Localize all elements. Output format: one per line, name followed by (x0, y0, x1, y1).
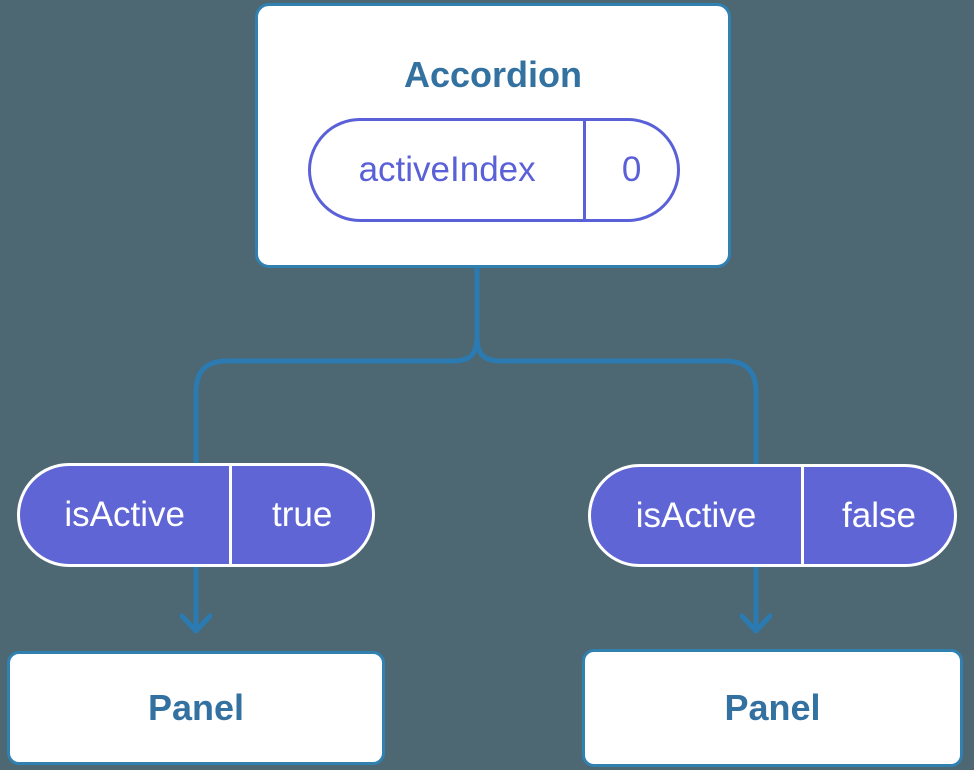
prop-pill-value: false (801, 467, 954, 564)
arrow-down-icon (739, 613, 773, 634)
prop-pill-isactive-false: isActive false (588, 464, 957, 567)
prop-pill-name: isActive (64, 495, 185, 534)
panel-component-card-left: Panel (7, 651, 385, 765)
arrow-down-icon (179, 613, 213, 634)
accordion-component-card: Accordion activeIndex 0 (255, 3, 731, 268)
state-pill-activeindex: activeIndex 0 (308, 118, 680, 222)
state-pill-value: 0 (583, 121, 677, 219)
prop-pill-name: isActive (635, 495, 757, 535)
panel-title: Panel (724, 687, 821, 728)
panel-title: Panel (147, 687, 245, 728)
connector-branch-left (193, 335, 480, 630)
accordion-title: Accordion (403, 54, 582, 95)
connector-branch-right (474, 335, 759, 630)
state-pill-name: activeIndex (358, 150, 536, 189)
panel-component-card-right: Panel (582, 649, 963, 767)
prop-pill-value: true (229, 466, 372, 564)
prop-pill-isactive-true: isActive true (17, 463, 375, 567)
